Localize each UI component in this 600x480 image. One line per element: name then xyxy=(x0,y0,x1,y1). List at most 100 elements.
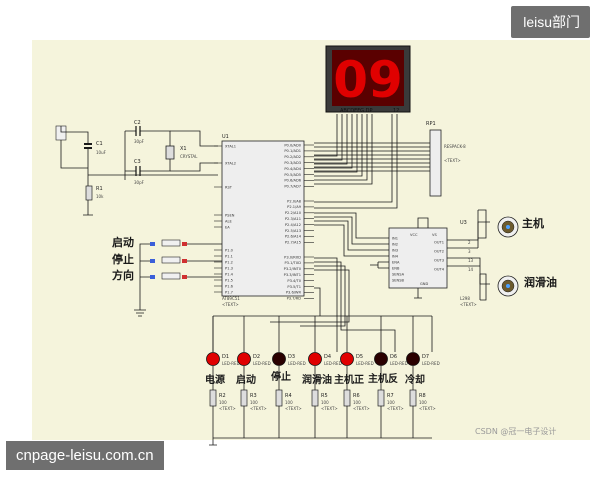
led-function-label: 停止 xyxy=(271,370,291,383)
resistor-ref: R5 xyxy=(321,393,328,399)
button-label-stop: 停止 xyxy=(112,252,134,266)
mcu-right-pin-label: P0.7/AD7 xyxy=(284,185,301,189)
led-bank: D1LED-RED电源R2100<TEXT>D2LED-RED启动R3100<T… xyxy=(205,257,440,446)
rp1-body xyxy=(429,129,442,197)
led-part: LED-RED xyxy=(390,361,408,366)
led-lamp xyxy=(237,352,251,366)
c3-value: 30pF xyxy=(134,180,145,185)
mcu-right-pin-labels: P0.0/AD0P0.1/AD1P0.2/AD2P0.3/AD3P0.4/AD4… xyxy=(284,143,314,301)
mcu-right-pin-label: P0.0/AD0 xyxy=(284,143,301,147)
mcu-at89c51: U1 AT89C51 <TEXT> XTAL1XTAL2RSTPSENALEEA… xyxy=(214,134,314,307)
mcu-left-pin-label: P1.5 xyxy=(225,278,233,282)
led-lamp xyxy=(308,352,322,366)
driver-left-pin-label: SENSA xyxy=(392,272,405,276)
driver-gnd: GND xyxy=(420,282,428,286)
mcu-left-pin-label: EA xyxy=(225,225,230,229)
mcu-right-pin-label: P3.5/T1 xyxy=(287,285,301,289)
driver-left-pin-label: ENB xyxy=(392,266,400,270)
driver-pin-13: 13 xyxy=(468,258,474,263)
driver-left-pin-label: SENSB xyxy=(392,278,405,282)
c2-ref: C2 xyxy=(134,120,141,126)
mcu-part: AT89C51 xyxy=(222,296,240,301)
resistor-ref: R2 xyxy=(219,393,226,399)
led-function-label: 主机正 xyxy=(334,373,364,386)
led-lamp xyxy=(374,352,388,366)
push-button-stop xyxy=(150,256,187,264)
display-face xyxy=(332,50,404,106)
mcu-left-pin-label: P1.7 xyxy=(225,290,233,294)
led-part: LED-RED xyxy=(222,361,240,366)
led-lamp xyxy=(406,352,420,366)
mcu-left-pin-label: XTAL1 xyxy=(225,144,236,148)
c1-value: 10uF xyxy=(96,150,107,155)
driver-left-pin-label: IN2 xyxy=(392,242,398,246)
driver-body xyxy=(388,227,448,289)
led-ref: D7 xyxy=(422,354,429,360)
c1-ref: C1 xyxy=(96,141,103,147)
led-function-label: 主机反 xyxy=(368,372,398,385)
led-function-label: 电源 xyxy=(205,373,225,386)
motor-main: 主机 xyxy=(497,216,544,238)
driver-right-pin-label: OUT3 xyxy=(434,258,444,262)
led-ref: D3 xyxy=(288,354,295,360)
mcu-right-pin-label: P3.1/TXD xyxy=(284,261,301,265)
resistor-text: <TEXT> xyxy=(387,406,404,411)
resistor-value: 100 xyxy=(250,400,258,405)
led-lamp xyxy=(272,352,286,366)
mcu-right-pin-label: P0.6/AD6 xyxy=(284,179,301,183)
resistor-value: 100 xyxy=(353,400,361,405)
mcu-right-pin-label: P3.4/T0 xyxy=(287,279,301,283)
rp1-part: RESPACK-8 xyxy=(444,144,466,149)
mcu-left-pin-label: P1.2 xyxy=(225,260,233,264)
mcu-right-pin-label: P2.2/A10 xyxy=(285,211,302,215)
mcu-left-pin-label: P1.0 xyxy=(225,248,234,252)
button-group: 启动 停止 方向 xyxy=(112,235,222,317)
resistor-ref: R4 xyxy=(285,393,292,399)
push-button-direction xyxy=(150,272,187,280)
resistor-value: 100 xyxy=(387,400,395,405)
mcu-right-pin-label: P2.5/A13 xyxy=(285,229,301,233)
led-ref: D5 xyxy=(356,354,363,360)
driver-left-pin-label: IN1 xyxy=(392,236,398,240)
resistor-text: <TEXT> xyxy=(353,406,370,411)
mcu-right-pin-label: P0.3/AD3 xyxy=(284,161,301,165)
led-part: LED-RED xyxy=(356,361,374,366)
driver-vcc: VCC xyxy=(410,233,418,237)
mcu-left-pin-label: PSEN xyxy=(225,213,235,217)
mcu-left-pin-labels: XTAL1XTAL2RSTPSENALEEAP1.0P1.1P1.2P1.3P1… xyxy=(214,144,236,294)
seven-segment-display: 09 ABCDEFG DP 12 xyxy=(314,45,411,209)
display-segment-label: ABCDEFG DP xyxy=(340,108,372,114)
resistor-text: <TEXT> xyxy=(219,406,236,411)
mcu-right-pin-label: P2.4/A12 xyxy=(285,223,301,227)
schematic-paper xyxy=(32,40,590,440)
resistor-body xyxy=(343,389,351,407)
c3-ref: C3 xyxy=(134,159,141,165)
driver-left-pin-label: ENA xyxy=(392,260,400,264)
led-part: LED-RED xyxy=(288,361,306,366)
resistor-ref: R7 xyxy=(387,393,394,399)
led-ref: D4 xyxy=(324,354,331,360)
mcu-right-pin-label: P3.3/INT1 xyxy=(284,273,301,277)
resistor-value: 100 xyxy=(285,400,293,405)
led-function-label: 冷却 xyxy=(405,373,425,386)
mcu-right-pin-label: P0.4/AD4 xyxy=(284,167,301,171)
mcu-right-pin-label: P3.2/INT0 xyxy=(284,267,302,271)
resistor-body xyxy=(275,389,283,407)
resistor-value: 100 xyxy=(419,400,427,405)
mcu-right-pin-label: P2.6/A14 xyxy=(285,235,302,239)
resistor-body xyxy=(240,389,248,407)
rp1-ref: RP1 xyxy=(426,121,436,127)
led-function-label: 润滑油 xyxy=(302,373,332,386)
watermark-top: leisu部门 xyxy=(511,6,590,38)
driver-vs: VS xyxy=(432,233,437,237)
mcu-right-pin-label: P0.1/AD1 xyxy=(284,149,301,153)
led-lamp xyxy=(206,352,220,366)
driver-left-pin-label: IN4 xyxy=(392,254,399,258)
resistor-value: 100 xyxy=(321,400,329,405)
mcu-right-pin-label: P0.5/AD5 xyxy=(284,173,301,177)
mcu-right-pin-label: P3.6/WR xyxy=(286,291,302,295)
